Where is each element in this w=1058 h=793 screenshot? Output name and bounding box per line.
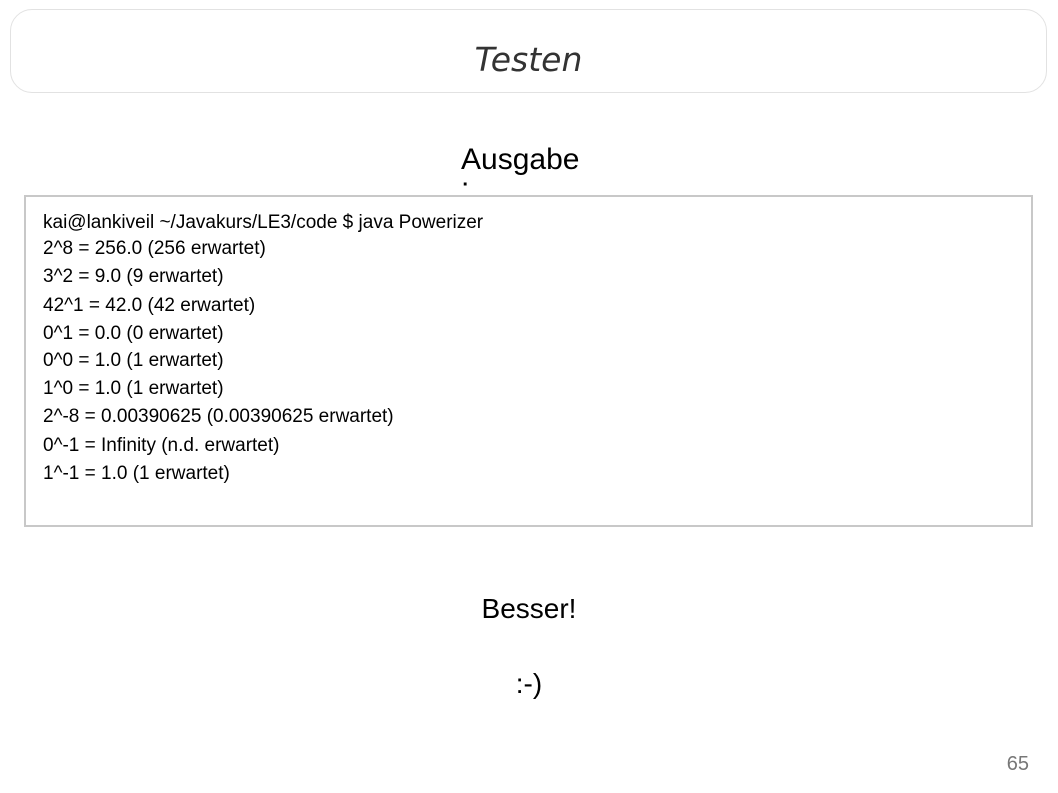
page-number: 65 bbox=[1006, 753, 1029, 775]
console-output-line: 3^2 = 9.0 (9 erwartet) bbox=[43, 266, 224, 287]
output-label-colon: : bbox=[461, 172, 470, 205]
verdict-text: Besser! bbox=[481, 593, 577, 624]
slide-title-box: Testen bbox=[10, 9, 1047, 93]
console-output-line: 2^-8 = 0.00390625 (0.00390625 erwartet) bbox=[43, 406, 394, 427]
smiley-text: :-) bbox=[515, 668, 543, 699]
console-output-line: 1^0 = 1.0 (1 erwartet) bbox=[43, 378, 224, 399]
console-output-line: 42^1 = 42.0 (42 erwartet) bbox=[43, 295, 256, 316]
output-label: Ausgabe bbox=[461, 143, 580, 176]
console-output-line: 2^8 = 256.0 (256 erwartet) bbox=[43, 238, 266, 259]
console-output-line: 1^-1 = 1.0 (1 erwartet) bbox=[43, 463, 230, 484]
slide-title: Testen bbox=[474, 40, 583, 79]
console-output-line: 0^-1 = Infinity (n.d. erwartet) bbox=[43, 435, 280, 456]
console-output-line: 0^0 = 1.0 (1 erwartet) bbox=[43, 350, 224, 371]
console-command-line: kai@lankiveil ~/Javakurs/LE3/code $ java… bbox=[43, 212, 484, 233]
console-output-line: 0^1 = 0.0 (0 erwartet) bbox=[43, 323, 224, 344]
console-output-box: kai@lankiveil ~/Javakurs/LE3/code $ java… bbox=[24, 195, 1033, 527]
